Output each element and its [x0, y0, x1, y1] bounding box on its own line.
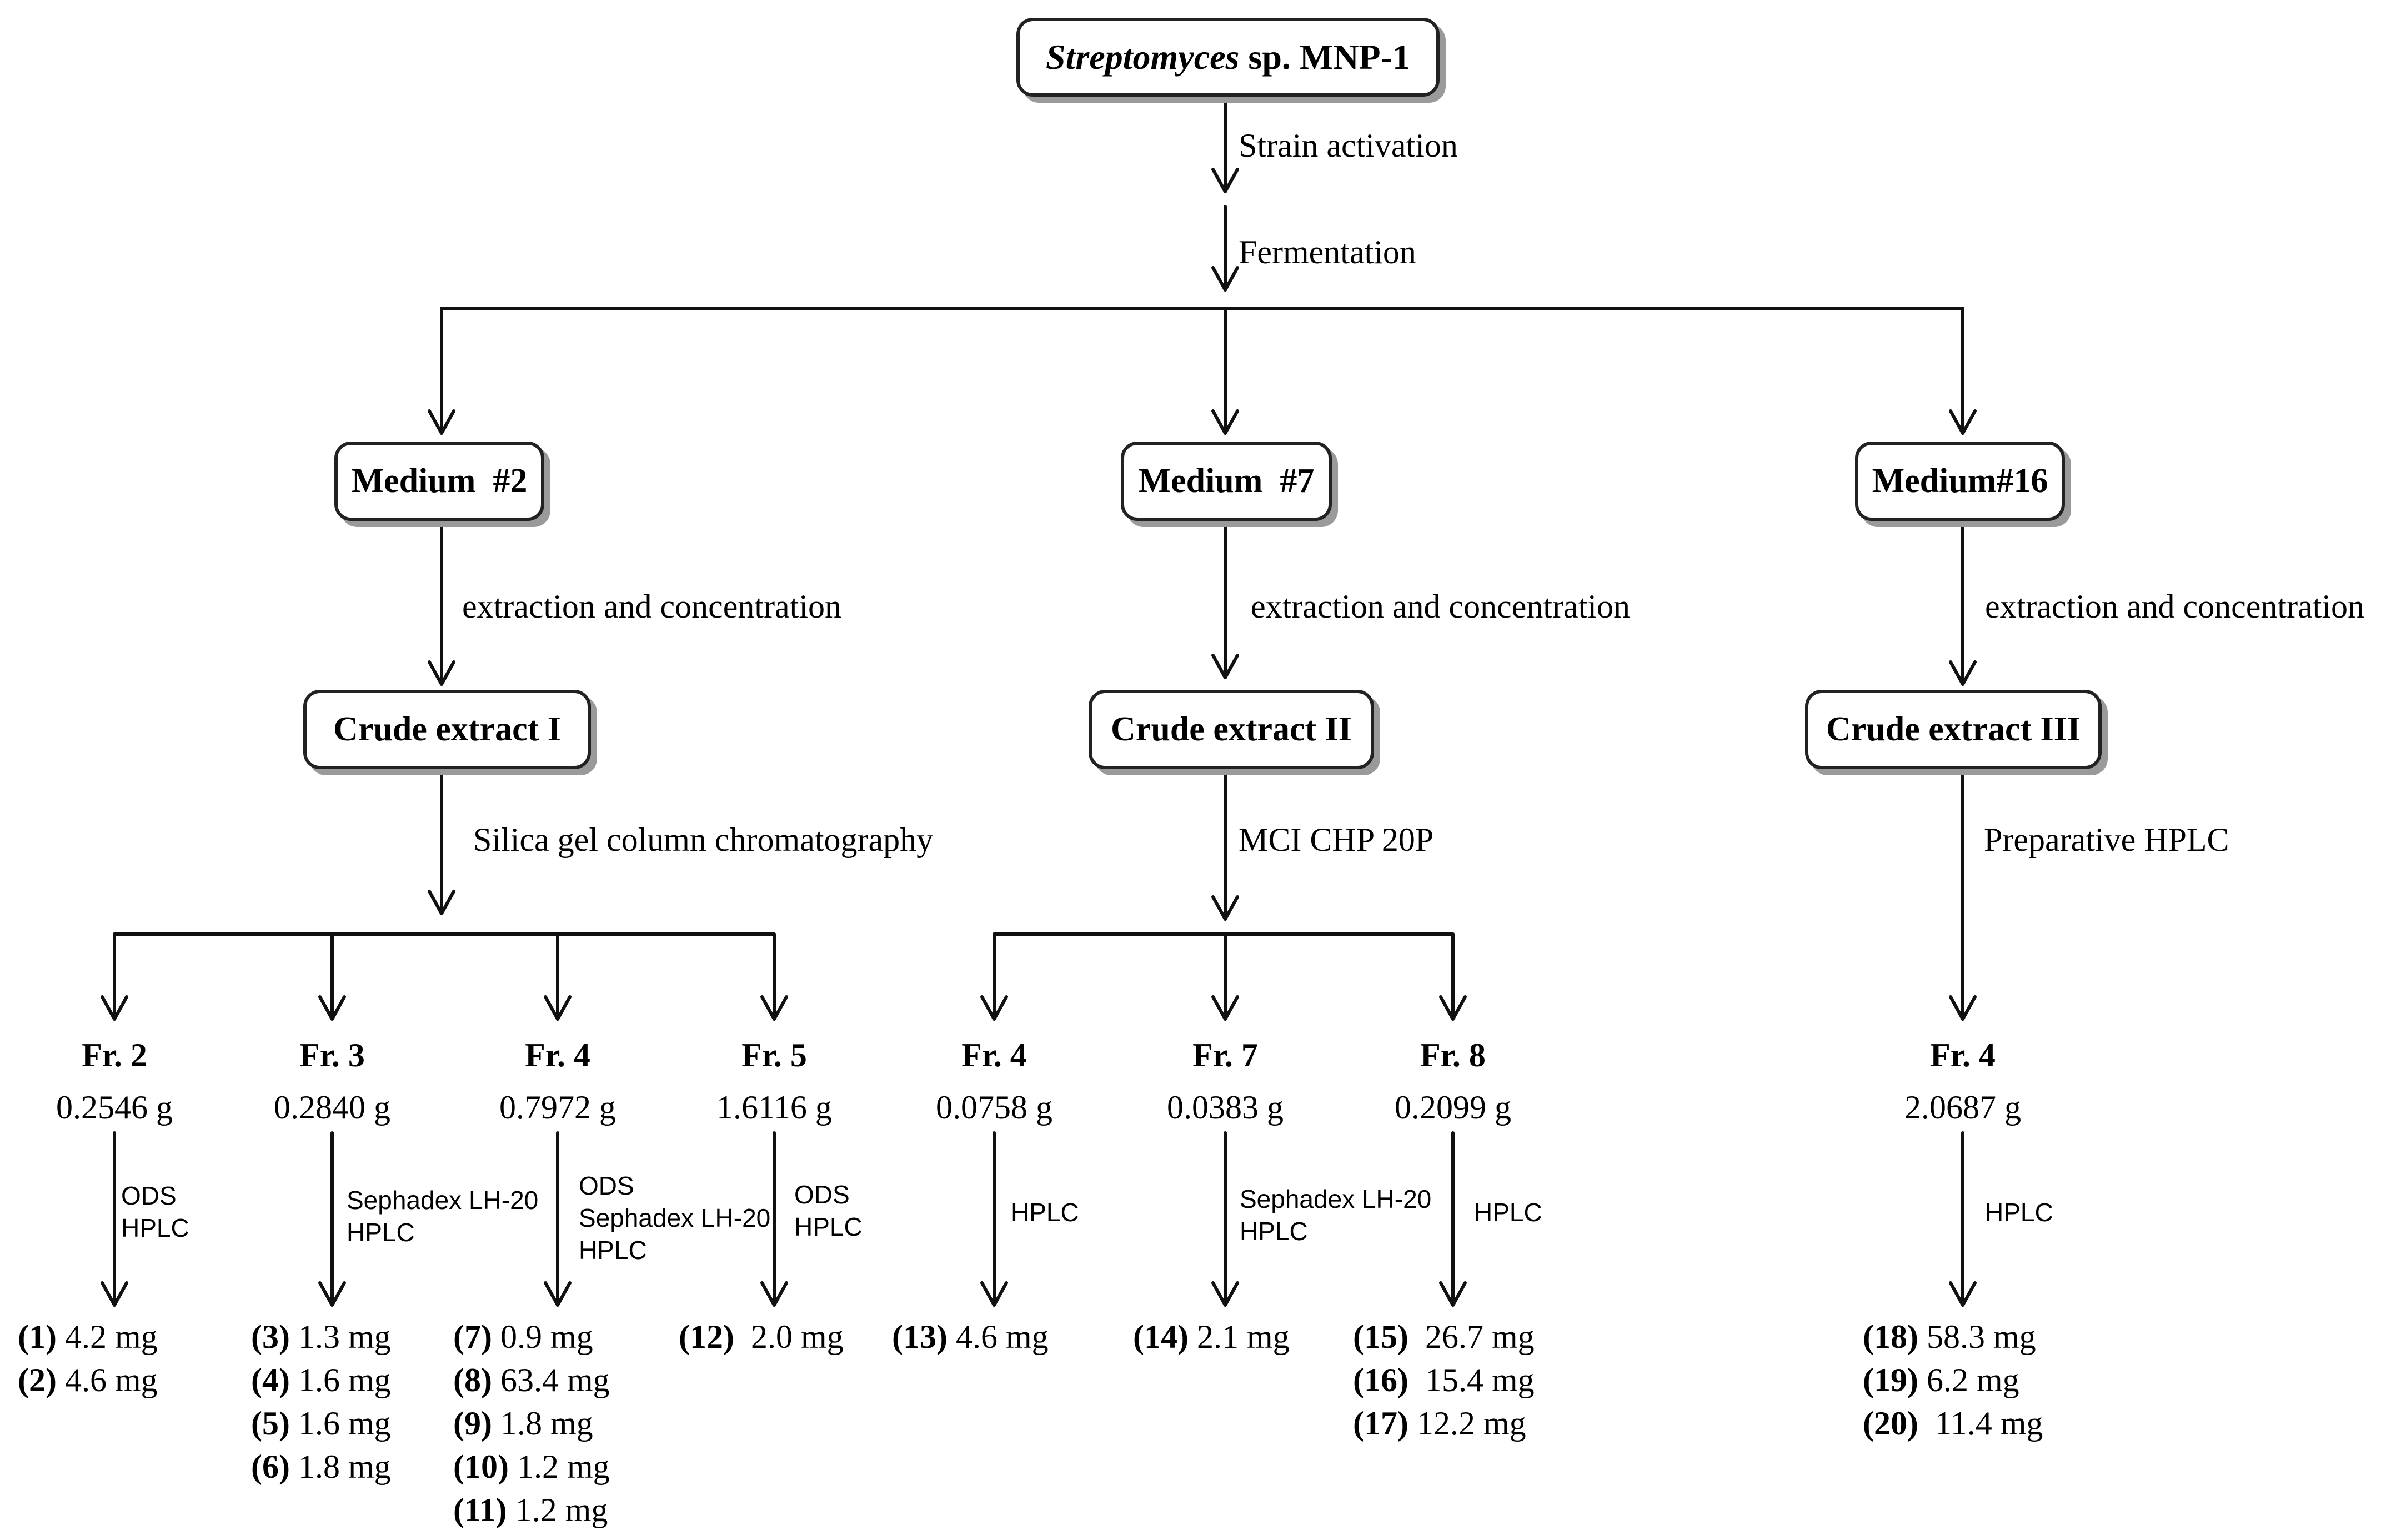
fraction-name: Fr. 5 — [741, 1037, 807, 1074]
compound-item: (18) 58.3 mg — [1863, 1318, 2036, 1355]
root-organism: Streptomyces — [1046, 37, 1240, 77]
fraction-mass: 2.0687 g — [1904, 1089, 2021, 1126]
compound-item: (1) 4.2 mg — [18, 1318, 158, 1355]
fraction-methods: ODS HPLC — [794, 1180, 863, 1241]
compound-item: (2) 4.6 mg — [18, 1362, 158, 1398]
root-strain-box: Streptomyces sp. MNP-1 — [1016, 18, 1440, 97]
compound-list: (18) 58.3 mg (19) 6.2 mg (20) 11.4 mg — [1863, 1315, 2043, 1445]
compound-item: (19) 6.2 mg — [1863, 1362, 2019, 1398]
arrow-head — [428, 660, 455, 686]
compound-item: (10) 1.2 mg — [453, 1448, 610, 1485]
root-suffix: sp. MNP-1 — [1239, 37, 1410, 77]
arrow-head — [428, 409, 455, 435]
separation-label-silica: Silica gel column chromatography — [473, 821, 934, 858]
arrow-head — [980, 995, 1008, 1021]
arrow-head — [1211, 409, 1239, 435]
crude-extract-i-box: Crude extract I — [303, 690, 591, 769]
fraction-methods: HPLC — [1011, 1198, 1079, 1227]
extraction-label-medium-7: extraction and concentration — [1251, 588, 1631, 625]
fraction-mass: 0.0383 g — [1167, 1089, 1284, 1126]
compound-item: (3) 1.3 mg — [251, 1318, 391, 1355]
fraction-name: Fr. 8 — [1420, 1037, 1486, 1074]
compound-list: (7) 0.9 mg (8) 63.4 mg (9) 1.8 mg (10) 1… — [453, 1315, 610, 1532]
fraction-mass: 0.0758 g — [936, 1089, 1052, 1126]
separation-label-prep-hplc: Preparative HPLC — [1984, 821, 2229, 858]
arrow-head — [980, 1281, 1008, 1307]
arrow-head — [760, 995, 788, 1021]
arrow-head — [544, 995, 572, 1021]
arrow-head — [1211, 654, 1239, 679]
arrow-head — [1211, 1281, 1239, 1307]
arrow-head — [101, 995, 128, 1021]
strain-activation-label: Strain activation — [1239, 127, 1458, 164]
separation-label-mci: MCI CHP 20P — [1239, 821, 1434, 858]
fermentation-label: Fermentation — [1239, 234, 1416, 270]
fraction-methods: ODS Sephadex LH-20 HPLC — [579, 1171, 771, 1265]
compound-list: (12) 2.0 mg — [679, 1315, 844, 1358]
fraction-name: Fr. 3 — [299, 1037, 365, 1074]
compound-item: (14) 2.1 mg — [1133, 1318, 1290, 1355]
compound-item: (6) 1.8 mg — [251, 1448, 391, 1485]
compound-list: (14) 2.1 mg — [1133, 1315, 1290, 1358]
compound-item: (8) 63.4 mg — [453, 1362, 610, 1398]
compound-item: (9) 1.8 mg — [453, 1405, 593, 1442]
compound-list: (1) 4.2 mg (2) 4.6 mg — [18, 1315, 158, 1402]
fraction-methods: ODS HPLC — [121, 1181, 189, 1242]
compound-item: (13) 4.6 mg — [892, 1318, 1049, 1355]
arrow-head — [1949, 995, 1977, 1021]
extraction-label-medium-2: extraction and concentration — [462, 588, 842, 625]
compound-item: (5) 1.6 mg — [251, 1405, 391, 1442]
fraction-name: Fr. 4 — [1930, 1037, 1996, 1074]
fraction-name: Fr. 2 — [82, 1037, 147, 1074]
arrow-head — [760, 1281, 788, 1307]
fraction-name: Fr. 7 — [1192, 1037, 1258, 1074]
fraction-methods: Sephadex LH-20 HPLC — [1240, 1185, 1432, 1246]
compound-list: (13) 4.6 mg — [892, 1315, 1049, 1358]
arrow-head — [1949, 660, 1977, 686]
fraction-mass: 0.2840 g — [274, 1089, 390, 1126]
fraction-name: Fr. 4 — [525, 1037, 590, 1074]
compound-item: (7) 0.9 mg — [453, 1318, 593, 1355]
crude-extract-iii-box: Crude extract III — [1805, 690, 2102, 769]
fraction-mass: 0.2546 g — [56, 1089, 173, 1126]
fraction-mass: 1.6116 g — [716, 1089, 832, 1126]
crude-extract-ii-box: Crude extract II — [1089, 690, 1374, 769]
fraction-methods: HPLC — [1474, 1198, 1542, 1227]
compound-item: (11) 1.2 mg — [453, 1492, 608, 1528]
fraction-methods: Sephadex LH-20 HPLC — [347, 1186, 539, 1247]
arrow-head — [318, 1281, 346, 1307]
fraction-methods: HPLC — [1985, 1198, 2053, 1227]
compound-item: (20) 11.4 mg — [1863, 1405, 2043, 1442]
arrow-head — [1439, 995, 1467, 1021]
compound-list: (15) 26.7 mg (16) 15.4 mg (17) 12.2 mg — [1353, 1315, 1535, 1445]
medium-7-box: Medium #7 — [1121, 442, 1332, 521]
medium-2-box: Medium #2 — [334, 442, 544, 521]
arrow-head — [428, 890, 455, 915]
arrow-head — [1949, 409, 1977, 435]
compound-list: (3) 1.3 mg (4) 1.6 mg (5) 1.6 mg (6) 1.8… — [251, 1315, 391, 1488]
arrow-head — [544, 1281, 572, 1307]
arrow-head — [318, 995, 346, 1021]
arrow-head — [1211, 168, 1239, 193]
medium-16-box: Medium#16 — [1855, 442, 2065, 521]
arrow-head — [1211, 895, 1239, 921]
arrow-head — [1211, 995, 1239, 1021]
arrow-head — [1949, 1281, 1977, 1307]
compound-item: (12) 2.0 mg — [679, 1318, 844, 1355]
arrow-head — [101, 1281, 128, 1307]
compound-item: (4) 1.6 mg — [251, 1362, 391, 1398]
compound-item: (16) 15.4 mg — [1353, 1362, 1535, 1398]
fraction-mass: 0.7972 g — [499, 1089, 616, 1126]
arrow-head — [1211, 266, 1239, 292]
fraction-name: Fr. 4 — [961, 1037, 1027, 1074]
arrow-head — [1439, 1281, 1467, 1307]
compound-item: (15) 26.7 mg — [1353, 1318, 1535, 1355]
compound-item: (17) 12.2 mg — [1353, 1405, 1526, 1442]
fraction-mass: 0.2099 g — [1395, 1089, 1511, 1126]
extraction-label-medium-16: extraction and concentration — [1985, 588, 2365, 625]
